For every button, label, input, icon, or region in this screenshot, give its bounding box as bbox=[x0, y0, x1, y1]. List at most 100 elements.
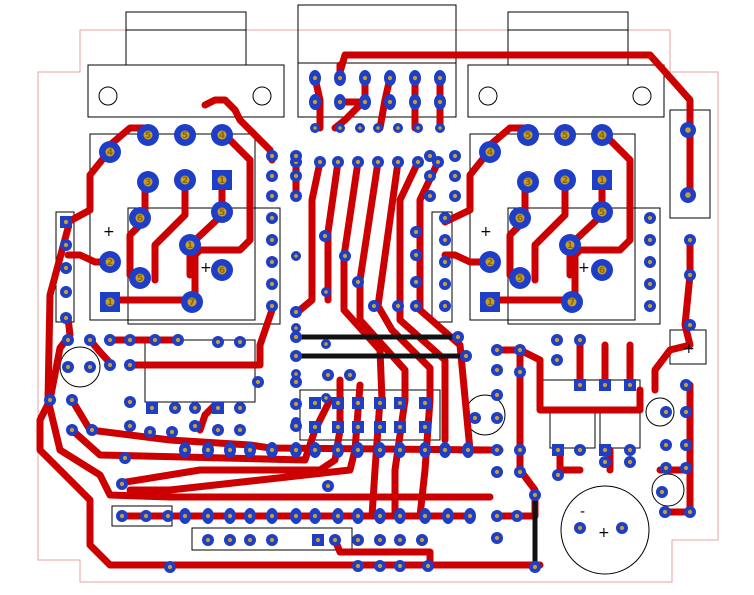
relay-right-outline bbox=[469, 133, 636, 321]
relay-pad-hole bbox=[560, 130, 570, 140]
relay-pad-hole bbox=[135, 273, 145, 283]
pad-hole bbox=[237, 427, 243, 433]
pad-hole bbox=[152, 337, 158, 343]
pad-hole bbox=[215, 427, 221, 433]
pad-hole bbox=[315, 537, 321, 543]
pad-hole bbox=[355, 159, 361, 165]
pad-hole bbox=[247, 537, 253, 543]
pad-hole bbox=[269, 303, 275, 309]
relay-pad-hole bbox=[217, 175, 227, 185]
pad-hole bbox=[554, 337, 560, 343]
pad-hole bbox=[396, 126, 400, 130]
relay-pin-label: 4 bbox=[219, 131, 225, 141]
relay-pin-label: 5 bbox=[182, 131, 188, 141]
pad-hole bbox=[577, 337, 583, 343]
relay-pin-label: 6 bbox=[219, 266, 225, 276]
relay-pin-label: 1 bbox=[187, 241, 193, 251]
pad-hole bbox=[397, 447, 403, 453]
relay-pad-hole bbox=[105, 257, 115, 267]
relay-pad-hole bbox=[187, 297, 197, 307]
pad-hole bbox=[127, 337, 133, 343]
pad-hole bbox=[269, 237, 275, 243]
relay-pin-label: 4 bbox=[107, 148, 113, 158]
relay-pad-hole bbox=[560, 175, 570, 185]
pad-hole bbox=[577, 447, 583, 453]
pad-hole bbox=[602, 382, 608, 388]
pad-hole bbox=[627, 459, 633, 465]
pad-hole bbox=[182, 513, 188, 519]
pad-hole bbox=[355, 400, 361, 406]
pad-hole bbox=[517, 447, 523, 453]
polarity-marks: + + + + + - + bbox=[103, 224, 695, 541]
relay-left-outline bbox=[89, 133, 256, 321]
pad-hole bbox=[293, 423, 299, 429]
pad-hole bbox=[337, 99, 343, 105]
jumper-wires bbox=[293, 334, 538, 570]
pad-hole bbox=[577, 525, 583, 531]
pad-hole bbox=[387, 99, 393, 105]
pad-hole bbox=[395, 303, 401, 309]
pad-hole bbox=[445, 513, 451, 519]
relay-pin-label: 1 bbox=[107, 298, 113, 308]
pad-hole bbox=[324, 290, 328, 294]
pad-hole bbox=[325, 372, 331, 378]
pad-hole bbox=[227, 447, 233, 453]
pad-hole bbox=[322, 233, 328, 239]
pad-hole bbox=[294, 254, 298, 258]
minus-mark-cap: - bbox=[580, 504, 585, 520]
relay-pad-hole bbox=[485, 257, 495, 267]
relay-pad-hole bbox=[523, 130, 533, 140]
pad-hole bbox=[69, 397, 75, 403]
pad-hole bbox=[413, 279, 419, 285]
pad-hole bbox=[627, 447, 633, 453]
pad-hole bbox=[355, 447, 361, 453]
pad-hole bbox=[312, 99, 318, 105]
relay-pin-label: 5 bbox=[145, 131, 151, 141]
pad-hole bbox=[413, 229, 419, 235]
pad-hole bbox=[397, 400, 403, 406]
relay-pin-label: 2 bbox=[182, 176, 188, 186]
pad-hole bbox=[312, 400, 318, 406]
pad-hole bbox=[147, 429, 153, 435]
relay-pin-label: 1 bbox=[567, 241, 573, 251]
pad-hole bbox=[215, 405, 221, 411]
pad-hole bbox=[293, 379, 299, 385]
pads-layer bbox=[44, 70, 696, 573]
relay-pad-hole bbox=[143, 130, 153, 140]
relay-pad-hole bbox=[523, 177, 533, 187]
pad-hole bbox=[627, 382, 633, 388]
pad-hole bbox=[312, 447, 318, 453]
pad-hole bbox=[167, 564, 173, 570]
relay-pad-hole bbox=[515, 213, 525, 223]
pad-hole bbox=[324, 342, 328, 346]
pad-hole bbox=[467, 513, 473, 519]
pad-hole bbox=[255, 379, 261, 385]
pad-hole bbox=[335, 159, 341, 165]
relay-pin-label: 2 bbox=[487, 258, 493, 268]
pad-hole bbox=[532, 564, 538, 570]
pad-hole bbox=[377, 513, 383, 519]
pad-hole bbox=[371, 303, 377, 309]
relay-pin-label: 5 bbox=[525, 131, 531, 141]
pad-hole bbox=[269, 281, 275, 287]
pad-hole bbox=[442, 447, 448, 453]
pad-hole bbox=[269, 537, 275, 543]
pad-hole bbox=[494, 392, 500, 398]
pad-hole bbox=[413, 252, 419, 258]
pad-hole bbox=[324, 396, 328, 400]
pad-hole bbox=[293, 173, 299, 179]
pad-hole bbox=[312, 75, 318, 81]
pad-hole bbox=[442, 303, 448, 309]
pad-hole bbox=[269, 153, 275, 159]
pad-hole bbox=[63, 242, 69, 248]
relay-pin-label: 5 bbox=[219, 208, 225, 218]
pad-hole bbox=[313, 126, 317, 130]
relay-pin-label: 7 bbox=[569, 298, 575, 308]
pad-hole bbox=[412, 99, 418, 105]
pad-hole bbox=[687, 272, 693, 278]
relay-pad-hole bbox=[217, 207, 227, 217]
pad-hole bbox=[293, 447, 299, 453]
pad-hole bbox=[452, 153, 458, 159]
pad-hole bbox=[355, 513, 361, 519]
